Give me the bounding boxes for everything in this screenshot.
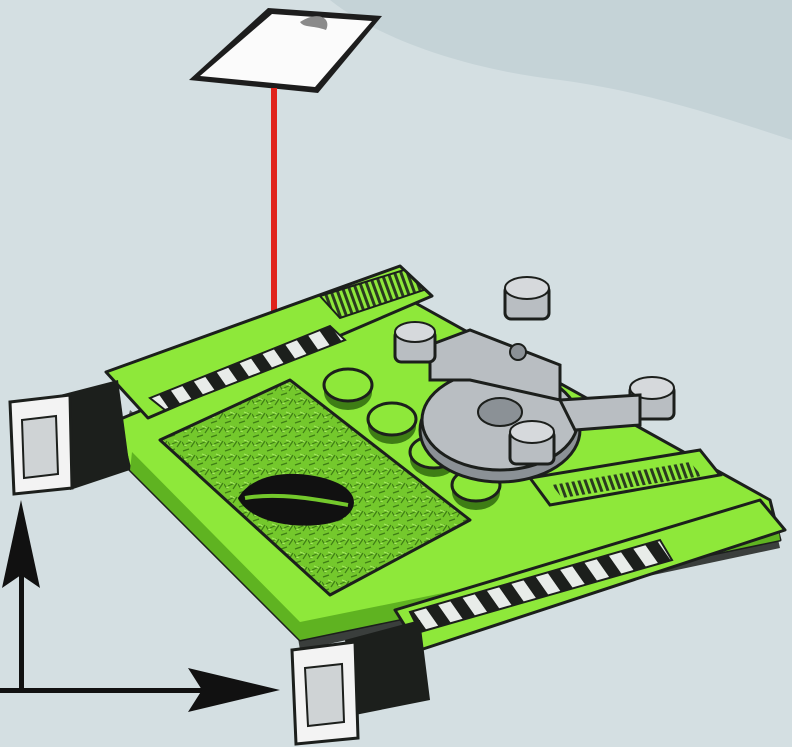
stud [368, 403, 416, 444]
stud [324, 369, 372, 410]
